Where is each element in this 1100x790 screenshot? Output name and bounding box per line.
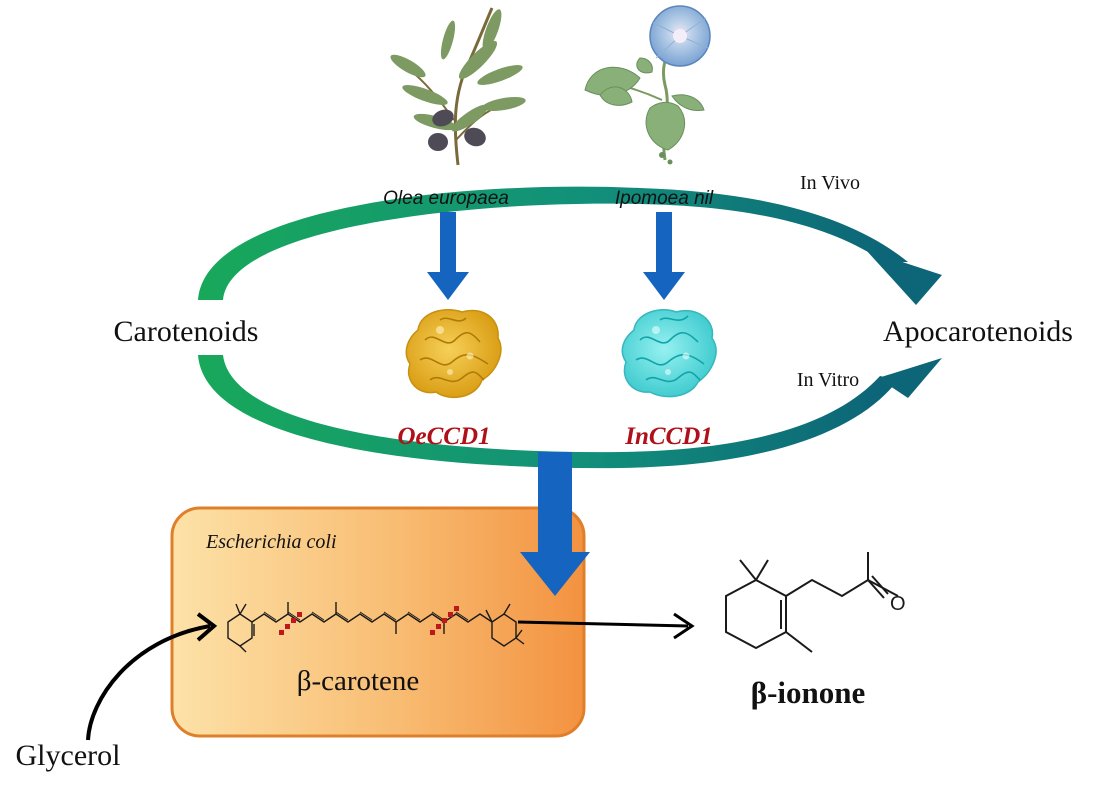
escherichia-coli-label: Escherichia coli — [205, 531, 337, 553]
morning-glory-illustration — [584, 5, 711, 165]
cleavage-site-marks — [279, 606, 459, 635]
in-vitro-arrowhead — [878, 358, 942, 398]
ipomoea-nil-label: Ipomoea nil — [615, 188, 714, 209]
beta-ionone-structure — [725, 552, 899, 653]
olea-to-enzyme-arrow — [427, 212, 469, 300]
ipomoea-to-enzyme-arrow — [643, 212, 685, 300]
ionone-oxygen-label: O — [890, 593, 906, 615]
beta-ionone-label: β-ionone — [751, 675, 866, 710]
inccd1-protein-structure — [621, 309, 717, 398]
blue-arrows — [427, 212, 685, 300]
ecoli-cell-box — [170, 506, 586, 738]
olea-europaea-label: Olea europaea — [383, 188, 509, 209]
oeccd1-protein-structure — [405, 309, 502, 399]
cycle-arrows — [198, 186, 942, 469]
in-vivo-arrowhead — [866, 250, 942, 305]
carotene-to-ionone-arrow — [517, 612, 695, 640]
in-vitro-arc — [198, 355, 898, 469]
in-vivo-label: In Vivo — [800, 172, 860, 194]
in-vitro-label: In Vitro — [797, 369, 859, 391]
inccd1-label: InCCD1 — [624, 423, 713, 450]
oeccd1-label: OeCCD1 — [397, 423, 490, 450]
olive-branch-illustration — [390, 7, 526, 166]
apocarotenoids-label: Apocarotenoids — [883, 315, 1073, 348]
enzyme-to-cell-arrow — [520, 452, 590, 596]
beta-carotene-label: β-carotene — [297, 665, 420, 697]
glycerol-arrow — [86, 612, 218, 741]
carotenoids-label: Carotenoids — [114, 315, 259, 348]
in-vivo-arc — [198, 186, 908, 300]
glycerol-label: Glycerol — [16, 739, 121, 772]
